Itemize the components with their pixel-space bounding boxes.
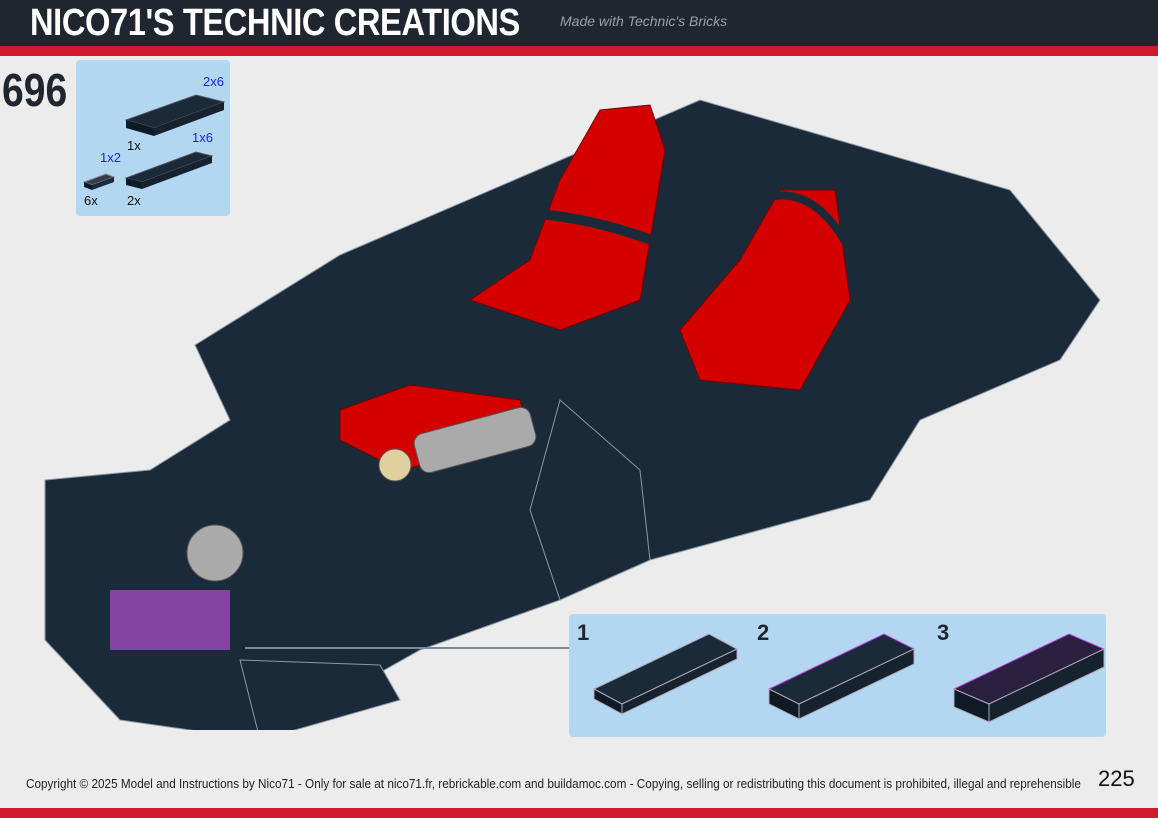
tile-1x2-icon [82, 173, 116, 190]
callout-leader-line [245, 647, 569, 649]
part-size-label: 2x6 [203, 74, 224, 89]
substep-illustrations [592, 633, 1106, 723]
seat-right [679, 189, 851, 391]
substep-number: 3 [937, 620, 950, 645]
model-assembly-illustration [44, 99, 1101, 730]
page-number: 225 [1098, 766, 1135, 791]
substep-number: 1 [577, 620, 590, 645]
plate-2x6-icon [124, 94, 226, 136]
parts-list-panel: 2x6 1x 1x6 2x 1x2 6x [76, 60, 230, 216]
part-quantity: 1x [127, 138, 141, 153]
sub-assembly-callout: 1 2 3 [569, 614, 1106, 737]
substep-2-plate-icon [767, 633, 916, 720]
copyright-notice: Copyright © 2025 Model and Instructions … [26, 777, 1081, 791]
substep-number: 2 [757, 620, 770, 645]
substep-1-plate-icon [592, 633, 739, 715]
page-subtitle: Made with Technic's Bricks [560, 13, 728, 29]
part-size-label: 1x6 [192, 130, 213, 145]
part-quantity: 2x [127, 193, 141, 208]
header-bar [0, 0, 1158, 46]
step-number: 696 [2, 64, 68, 116]
header-accent-stripe [0, 46, 1158, 56]
part-size-label: 1x2 [100, 150, 121, 165]
parts-illustration [82, 94, 226, 190]
part-quantity: 6x [84, 193, 98, 208]
page-title: NICO71'S TECHNIC CREATIONS [30, 2, 520, 44]
substep-3-tile-icon [952, 633, 1106, 723]
footer-accent-stripe [0, 808, 1158, 818]
plate-1x6-icon [124, 151, 214, 189]
